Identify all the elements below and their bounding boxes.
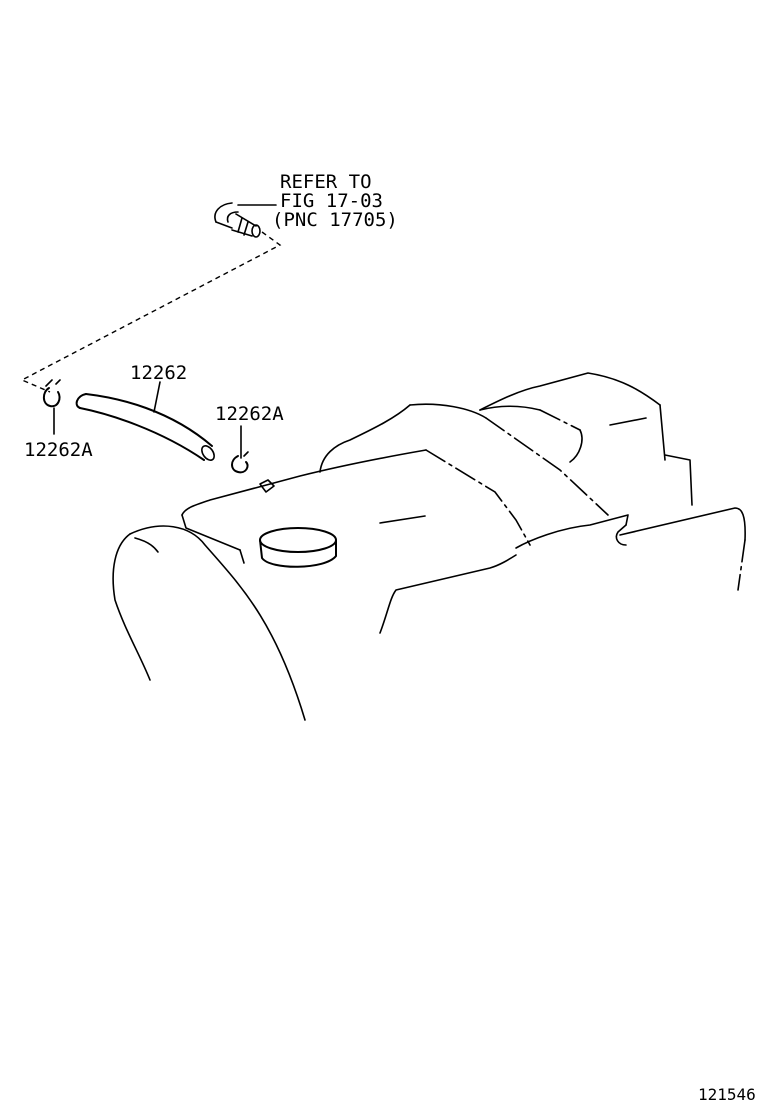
refer-text-line2: FIG 17-03 [280, 190, 383, 212]
clamp-right [231, 425, 249, 474]
part-label-clamp-right: 12262A [215, 403, 284, 425]
referenced-pipe-part [214, 202, 277, 238]
pcv-nipple [259, 479, 275, 493]
part-label-hose: 12262 [130, 362, 187, 384]
refer-text-line1: REFER TO [280, 171, 372, 193]
reference-dashed-line [20, 231, 282, 393]
clamp-left [42, 379, 61, 435]
hose-part [75, 381, 215, 461]
illustration-number: 121546 [698, 1085, 756, 1104]
part-label-clamp-left: 12262A [24, 439, 93, 461]
refer-text-line3: (PNC 17705) [272, 209, 398, 231]
oil-filler-cap [259, 527, 337, 553]
engine-outline [112, 372, 746, 721]
